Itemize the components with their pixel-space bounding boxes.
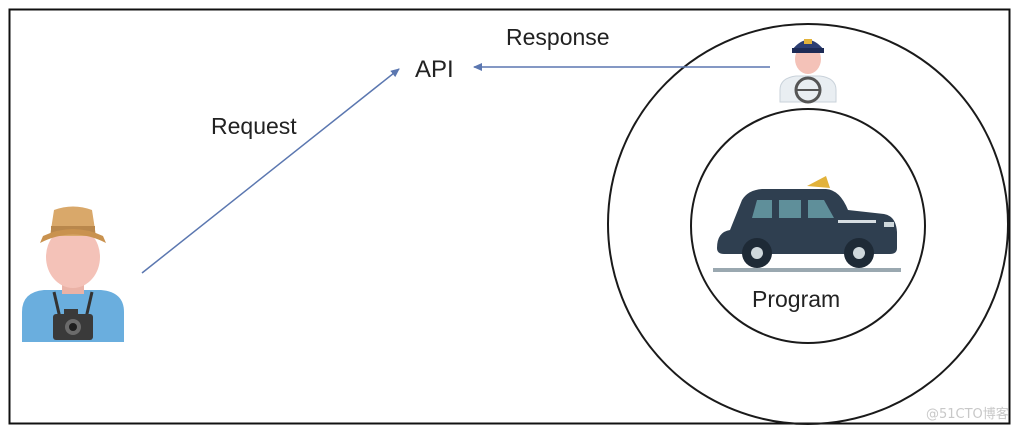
- request-arrow: [141, 68, 400, 274]
- program-label: Program: [752, 286, 840, 312]
- watermark-text: @51CTO博客: [926, 406, 1009, 422]
- taxi-driver-icon: [779, 39, 837, 104]
- diagram-frame: [8, 8, 1011, 425]
- response-label: Response: [506, 24, 610, 50]
- request-label: Request: [211, 113, 297, 139]
- outer-circle: [607, 23, 1009, 425]
- api-label: API: [415, 56, 454, 83]
- tourist-with-camera-icon: [22, 206, 124, 342]
- taxi-car-icon: [713, 176, 901, 272]
- inner-circle: [690, 108, 926, 344]
